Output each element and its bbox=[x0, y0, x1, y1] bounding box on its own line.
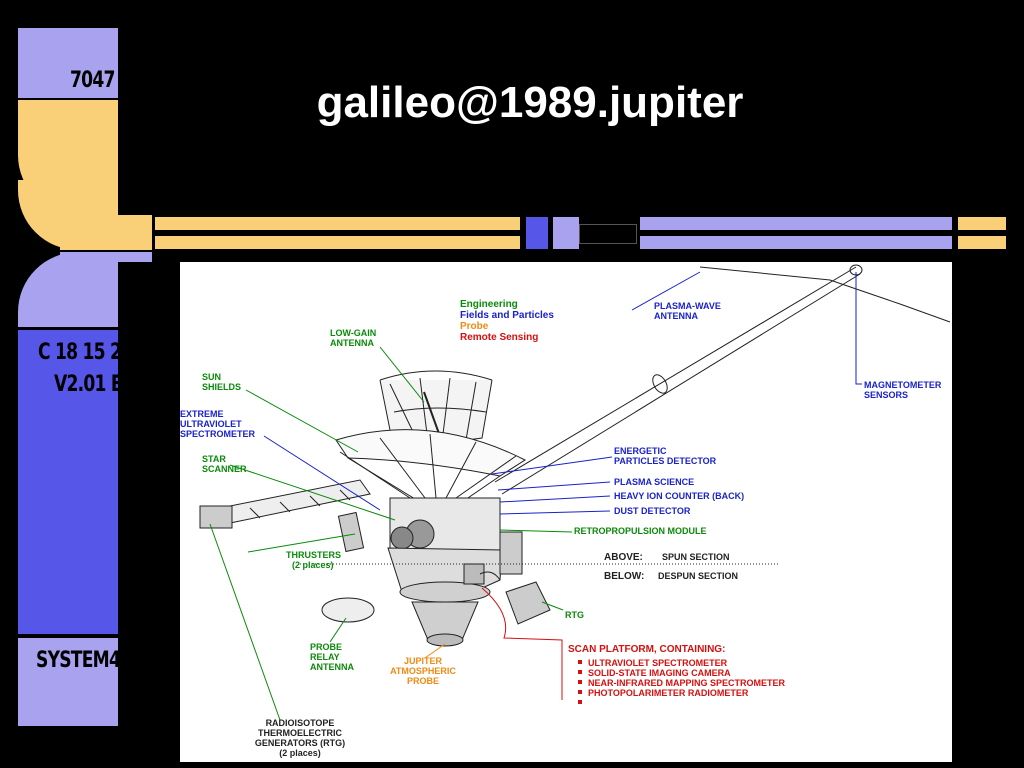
label-rtg-1: RADIOISOTOPE bbox=[266, 718, 335, 728]
lcars-block-top bbox=[18, 28, 118, 98]
page-title: galileo@1989.jupiter bbox=[316, 78, 744, 127]
spacecraft-drawing bbox=[199, 264, 951, 647]
spacecraft-body bbox=[387, 497, 503, 647]
legend-remote: Remote Sensing bbox=[460, 332, 538, 343]
label-energetic-1: ENERGETIC bbox=[614, 446, 667, 456]
lcars-elbow-mid bbox=[18, 252, 118, 327]
label-rtg-short: RTG bbox=[565, 610, 584, 620]
label-scan-3: NEAR-INFRARED MAPPING SPECTROMETER bbox=[588, 678, 786, 688]
legend-probe: Probe bbox=[460, 321, 489, 332]
lcars-code-top: 7047 bbox=[70, 68, 115, 93]
label-magnetometer-2: SENSORS bbox=[864, 390, 908, 400]
legend-fields: Fields and Particles bbox=[460, 310, 554, 321]
lcars-bar-5 bbox=[958, 217, 1006, 230]
label-euv-1: EXTREME bbox=[180, 409, 224, 419]
label-euv-3: SPECTROMETER bbox=[180, 429, 256, 439]
label-scan-4: PHOTOPOLARIMETER RADIOMETER bbox=[588, 688, 749, 698]
label-euv-2: ULTRAVIOLET bbox=[180, 419, 242, 429]
label-sun-1: SUN bbox=[202, 372, 221, 382]
label-below: BELOW: bbox=[604, 571, 644, 582]
label-magnetometer-1: MAGNETOMETER bbox=[864, 380, 942, 390]
rtg-right bbox=[505, 581, 551, 625]
label-jupiter-3: PROBE bbox=[407, 676, 439, 686]
label-energetic-2: PARTICLES DETECTOR bbox=[614, 456, 717, 466]
label-plasma-wave-1: PLASMA-WAVE bbox=[654, 301, 721, 311]
label-above: ABOVE: bbox=[604, 552, 643, 563]
lcars-bar-1 bbox=[155, 217, 520, 230]
label-plasma-wave-2: ANTENNA bbox=[654, 311, 698, 321]
label-probe-relay-2: RELAY bbox=[310, 652, 340, 662]
scan-bullets bbox=[578, 660, 582, 704]
lcars-code-mid-2: V2.01 E bbox=[54, 372, 123, 397]
lcars-code-bottom: SYSTEM47 bbox=[36, 648, 132, 673]
probe-relay-antenna bbox=[321, 597, 375, 623]
label-jupiter-2: ATMOSPHERIC bbox=[390, 666, 456, 676]
label-dust: DUST DETECTOR bbox=[614, 506, 691, 516]
label-rtg-4: (2 places) bbox=[279, 748, 321, 758]
label-low-gain-1: LOW-GAIN bbox=[330, 328, 376, 338]
label-rtg-2: THERMOELECTRIC bbox=[258, 728, 342, 738]
lcars-bar-3 bbox=[553, 217, 579, 249]
label-retro: RETROPROPULSION MODULE bbox=[574, 526, 707, 536]
label-thrusters-2: (2 places) bbox=[292, 560, 334, 570]
label-plasma-science: PLASMA SCIENCE bbox=[614, 477, 694, 487]
lcars-panel-mid bbox=[18, 330, 118, 634]
thruster-right bbox=[499, 531, 523, 575]
lcars-panel-bottom bbox=[18, 638, 118, 726]
label-spun: SPUN SECTION bbox=[662, 552, 730, 562]
label-heavy-ion: HEAVY ION COUNTER (BACK) bbox=[614, 491, 744, 501]
label-low-gain-2: ANTENNA bbox=[330, 338, 374, 348]
label-despun: DESPUN SECTION bbox=[658, 571, 738, 581]
label-probe-relay-3: ANTENNA bbox=[310, 662, 354, 672]
rtg-boom-left bbox=[199, 479, 371, 529]
lcars-bar-2 bbox=[526, 217, 548, 249]
label-jupiter-1: JUPITER bbox=[404, 656, 443, 666]
label-star-1: STAR bbox=[202, 454, 226, 464]
lcars-bar-4 bbox=[640, 217, 952, 230]
label-thrusters-1: THRUSTERS bbox=[286, 550, 341, 560]
label-scan-2: SOLID-STATE IMAGING CAMERA bbox=[588, 668, 731, 678]
label-rtg-3: GENERATORS (RTG) bbox=[255, 738, 345, 748]
label-star-2: SCANNER bbox=[202, 464, 247, 474]
legend-engineering: Engineering bbox=[460, 299, 518, 310]
label-scan-title: SCAN PLATFORM, CONTAINING: bbox=[568, 644, 725, 655]
lcars-code-mid-1: C 18 15 2 bbox=[38, 340, 122, 365]
label-scan-1: ULTRAVIOLET SPECTROMETER bbox=[588, 658, 728, 668]
plasma-wave-antenna-wire bbox=[699, 266, 951, 323]
thruster-left bbox=[337, 511, 365, 553]
galileo-spacecraft-diagram: Engineering Fields and Particles Probe R… bbox=[180, 262, 952, 762]
label-sun-2: SHIELDS bbox=[202, 382, 241, 392]
label-probe-relay-1: PROBE bbox=[310, 642, 342, 652]
magnetometer-boom bbox=[494, 264, 863, 495]
